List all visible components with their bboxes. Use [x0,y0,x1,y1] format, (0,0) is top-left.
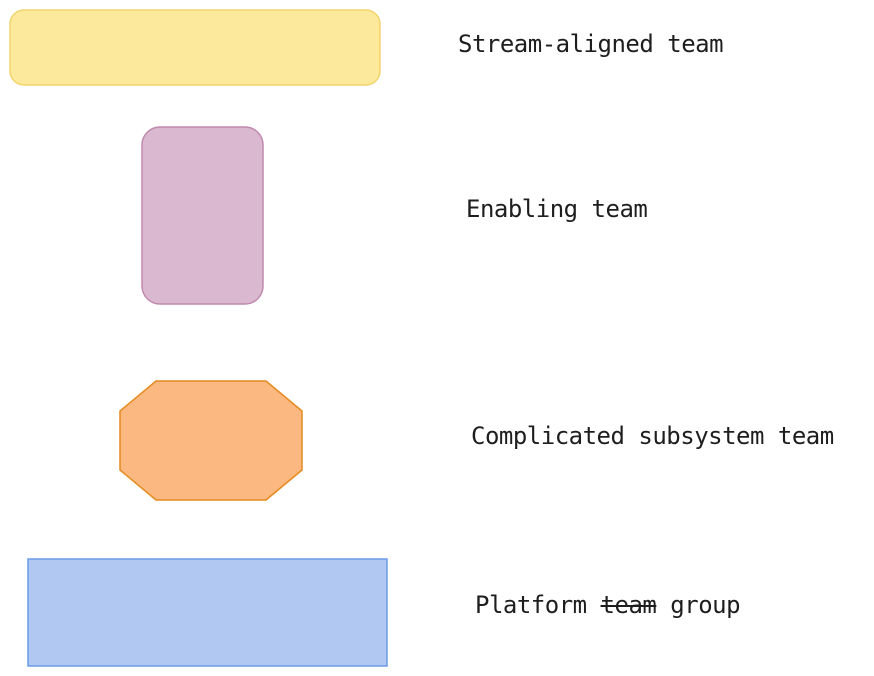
complicated-subsystem-team-label: Complicated subsystem team [471,422,834,450]
platform-group-label: Platform team group [475,591,741,619]
platform-label-word: Platform [475,591,587,619]
complicated-subsystem-team-shape[interactable] [119,380,303,501]
enabling-team-label: Enabling team [466,195,648,223]
platform-group-shape[interactable] [27,558,388,667]
stream-aligned-team-label: Stream-aligned team [458,30,724,58]
group-label-word: group [670,591,741,619]
struck-team-word: team [600,591,657,619]
enabling-team-shape[interactable] [141,126,264,305]
stream-aligned-team-shape[interactable] [9,9,381,86]
